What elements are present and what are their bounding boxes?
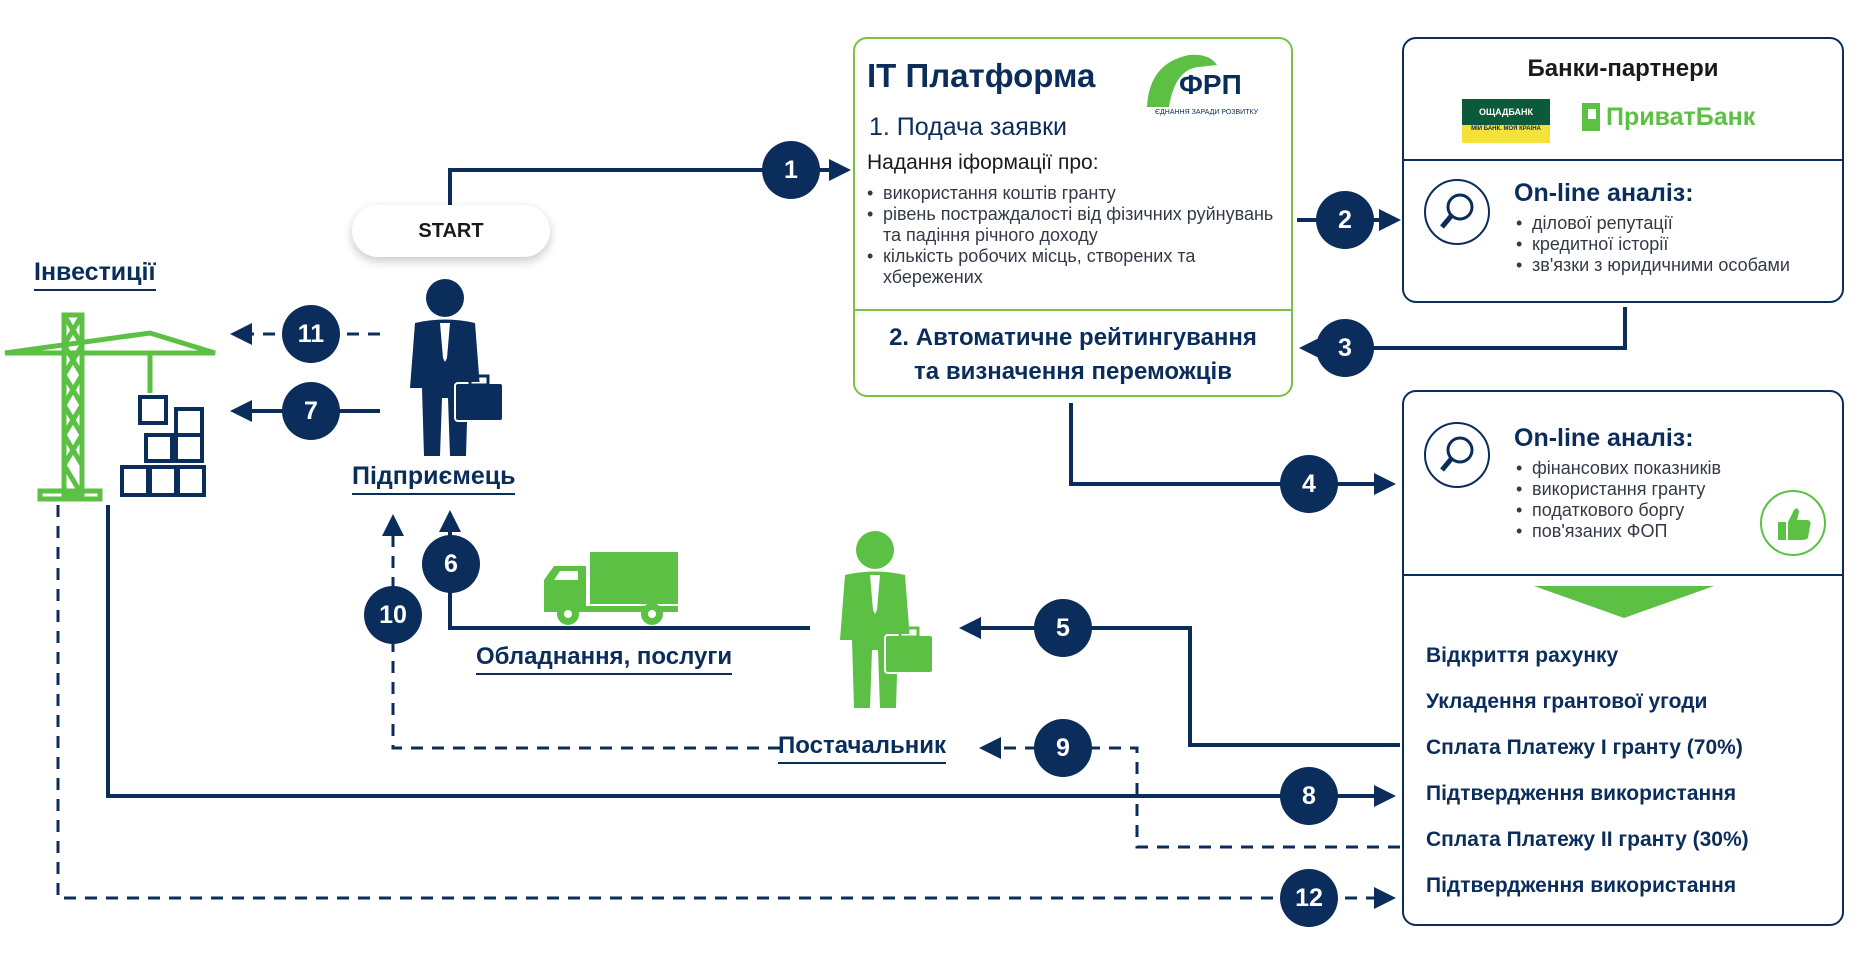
step-badge-10: 10 — [364, 586, 422, 644]
connector-12 — [56, 505, 1396, 909]
step-badge-11: 11 — [282, 305, 340, 363]
step-item: Підтвердження використання — [1426, 782, 1737, 805]
info-item: рівень постраждалості від фізичних руйну… — [865, 204, 1285, 246]
info-heading: Надання іформації про: — [867, 151, 1099, 174]
analysis2-divider — [1404, 574, 1842, 576]
investments-label: Інвестиції — [34, 258, 156, 291]
connector-3 — [1299, 307, 1627, 359]
banks-title: Банки-партнери — [1527, 55, 1719, 82]
analysis2-item: пов'язаних ФОП — [1514, 521, 1774, 542]
banks-analysis-item: ділової репутації — [1514, 213, 1834, 234]
it-platform-box: ІТ Платформа ФРП ЄДНАННЯ ЗАРАДИ РОЗВИТКУ… — [853, 37, 1293, 397]
step-badge-3: 3 — [1316, 319, 1374, 377]
analysis2-item: фінансових показників — [1514, 458, 1774, 479]
privatbank-name: ПриватБанк — [1606, 103, 1756, 131]
truck-icon — [544, 552, 678, 625]
banks-analysis-title: On-line аналіз: — [1514, 179, 1694, 207]
crane-icon — [4, 312, 216, 502]
frp-logo-text: ФРП — [1179, 69, 1242, 100]
entrepreneur-figure-icon — [410, 279, 504, 456]
supplier-figure-icon — [840, 531, 934, 708]
privatbank-icon — [1582, 103, 1604, 131]
analysis-steps-box: On-line аналіз: фінансових показників ви… — [1402, 390, 1844, 926]
step-badge-12: 12 — [1280, 869, 1338, 927]
equipment-label: Обладнання, послуги — [476, 643, 733, 675]
info-item: кількість робочих місць, створених та хб… — [865, 246, 1285, 288]
analysis2-item: використання гранту — [1514, 479, 1774, 500]
frp-logo-subtitle: ЄДНАННЯ ЗАРАДИ РОЗВИТКУ — [1155, 109, 1259, 116]
step2-line1: 2. Автоматичне рейтингування — [889, 324, 1257, 351]
magnifier-icon — [1424, 179, 1490, 245]
banks-analysis-item: зв'язки з юридичними особами — [1514, 255, 1834, 276]
connector-9 — [979, 737, 1400, 849]
oschadbank-name: ОЩАДБАНК — [1462, 99, 1550, 125]
oschadbank-slogan: МІЙ БАНК. МОЯ КРАЇНА — [1471, 126, 1541, 132]
banks-analysis-list: ділової репутації кредитної історії зв'я… — [1514, 213, 1834, 276]
platform-divider — [855, 309, 1291, 311]
supplier-label: Постачальник — [778, 732, 946, 764]
thumbs-up-glyph — [1778, 508, 1811, 540]
analysis2-item: податкового боргу — [1514, 500, 1774, 521]
step-badge-2: 2 — [1316, 191, 1374, 249]
info-item: використання коштів гранту — [865, 183, 1285, 204]
oschadbank-logo: ОЩАДБАНК МІЙ БАНК. МОЯ КРАЇНА — [1462, 99, 1550, 143]
banks-analysis-item: кредитної історії — [1514, 234, 1834, 255]
step2-title: 2. Автоматичне рейтингування та визначен… — [855, 321, 1291, 389]
connector-10 — [382, 514, 780, 750]
partner-banks-box: Банки-партнери ОЩАДБАНК МІЙ БАНК. МОЯ КР… — [1402, 37, 1844, 303]
step-badge-6: 6 — [422, 535, 480, 593]
platform-title: ІТ Платформа — [867, 57, 1096, 94]
step-item: Сплата Платежу ІІ гранту (30%) — [1426, 828, 1749, 851]
info-list: використання коштів гранту рівень постра… — [865, 183, 1285, 288]
magnifier-glyph — [1440, 193, 1474, 229]
banks-divider — [1404, 159, 1842, 161]
connector-8 — [106, 505, 1396, 807]
step-badge-1: 1 — [762, 141, 820, 199]
step-badge-8: 8 — [1280, 767, 1338, 825]
step-item: Підтвердження використання — [1426, 874, 1737, 897]
step1-title: 1. Подача заявки — [869, 113, 1068, 141]
step2-line2: та визначення переможців — [914, 358, 1232, 385]
magnifier-glyph — [1440, 436, 1474, 472]
magnifier-icon — [1424, 422, 1490, 488]
frp-logo-icon — [1147, 54, 1217, 107]
step-badge-9: 9 — [1034, 719, 1092, 777]
frp-logo: ФРП ЄДНАННЯ ЗАРАДИ РОЗВИТКУ — [1139, 49, 1289, 127]
analysis2-list: фінансових показників використання грант… — [1514, 458, 1774, 542]
connector-5 — [959, 617, 1400, 747]
step-item: Відкриття рахунку — [1426, 644, 1619, 667]
start-button[interactable]: START — [352, 205, 550, 257]
entrepreneur-label: Підприємець — [352, 462, 516, 495]
step-badge-4: 4 — [1280, 455, 1338, 513]
step-item: Укладення грантової угоди — [1426, 690, 1708, 713]
step-badge-5: 5 — [1034, 599, 1092, 657]
step-badge-7: 7 — [282, 382, 340, 440]
connector-4 — [1069, 403, 1396, 495]
down-arrow-icon — [1534, 586, 1714, 618]
step-item: Сплата Платежу І гранту (70%) — [1426, 736, 1743, 759]
analysis2-title: On-line аналіз: — [1514, 424, 1694, 452]
connector-1 — [448, 159, 851, 205]
thumbs-up-icon — [1760, 490, 1826, 556]
